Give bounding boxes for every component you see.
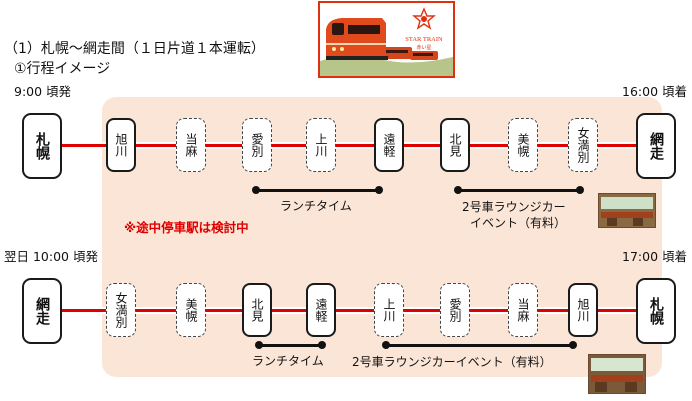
outbound-arrive-time: 16:00 頃着 — [622, 84, 687, 99]
outbound-depart-time: 9:00 頃発 — [14, 84, 72, 99]
return-lunch-label: ランチタイム — [252, 354, 324, 368]
svg-text:赤い星: 赤い星 — [416, 45, 431, 51]
return-station: 北見 — [242, 283, 272, 337]
page-subheading: ①行程イメージ — [14, 61, 111, 77]
lounge-segment — [458, 189, 580, 192]
return-depart-time: 翌日 10:00 頃発 — [4, 249, 98, 264]
return-arrive-time: 17:00 頃着 — [622, 249, 687, 264]
outbound-station: 北見 — [440, 118, 470, 172]
return-lunch-segment — [259, 344, 321, 347]
outbound-station: 当麻 — [176, 118, 206, 172]
lunch-segment — [256, 189, 379, 192]
outbound-station: 上川 — [306, 118, 336, 172]
outbound-destination-station: 網走 — [636, 113, 676, 179]
return-station: 遠軽 — [306, 283, 336, 337]
stop-note: ※途中停車駅は検討中 — [124, 220, 249, 235]
return-station: 美幌 — [176, 283, 206, 337]
lounge-car-photo-1 — [598, 193, 656, 228]
return-lunch-end-dot — [318, 341, 326, 349]
star-train-image: STAR TRAIN 赤い星 — [318, 1, 455, 78]
outbound-lunch-label: ランチタイム — [280, 199, 352, 213]
lunch-end-dot — [375, 186, 383, 194]
outbound-lounge-label-1: 2号車ラウンジカー — [462, 200, 566, 214]
return-station: 女満別 — [106, 283, 136, 337]
page-heading: （1）札幌～網走間（１日片道１本運転） — [4, 41, 265, 57]
return-origin-station: 網走 — [22, 278, 62, 344]
return-station: 旭川 — [568, 283, 598, 337]
outbound-origin-station: 札幌 — [22, 113, 62, 179]
return-lounge-segment — [386, 344, 572, 347]
return-station: 上川 — [374, 283, 404, 337]
lounge-car-photo-2 — [588, 354, 646, 394]
return-destination-station: 札幌 — [636, 278, 676, 344]
outbound-station: 遠軽 — [374, 118, 404, 172]
return-station: 当麻 — [508, 283, 538, 337]
return-lounge-end-dot — [569, 341, 577, 349]
svg-text:STAR TRAIN: STAR TRAIN — [405, 36, 443, 43]
return-rail-line — [40, 309, 652, 312]
outbound-rail-line — [40, 144, 652, 147]
outbound-station: 女満別 — [568, 118, 598, 172]
lounge-end-dot — [576, 186, 584, 194]
return-station: 愛別 — [440, 283, 470, 337]
outbound-station: 愛別 — [242, 118, 272, 172]
train-illustration: STAR TRAIN 赤い星 — [320, 3, 453, 76]
return-lounge-label: 2号車ラウンジカーイベント（有料） — [352, 355, 552, 369]
outbound-station: 旭川 — [106, 118, 136, 172]
outbound-lounge-label-2: イベント（有料） — [470, 216, 567, 230]
outbound-station: 美幌 — [508, 118, 538, 172]
